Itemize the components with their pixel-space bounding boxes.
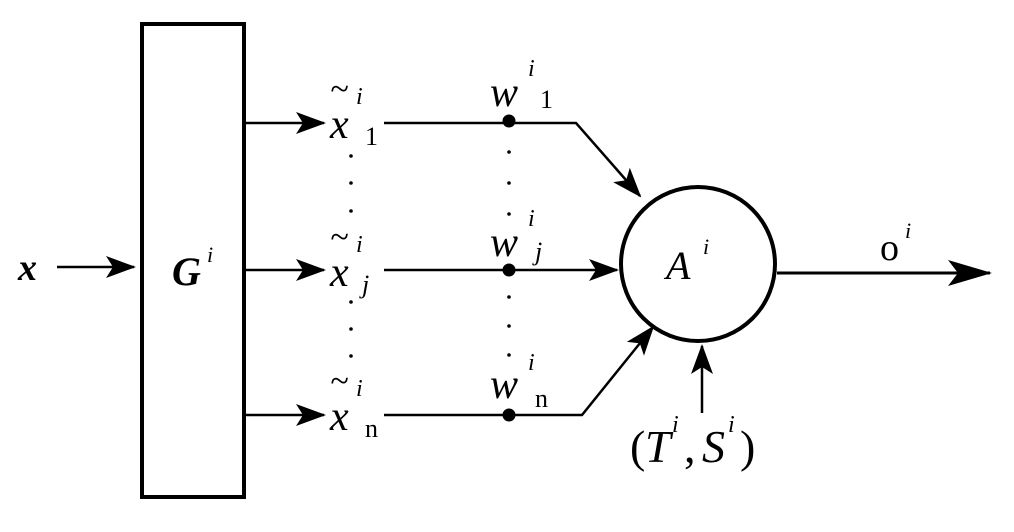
feature-base: x [329,250,349,296]
feature-base: x [329,102,349,148]
feature-superscript: i [356,84,363,110]
feature-tilde: ~ [330,71,348,108]
weighted-input-line-1 [384,121,642,198]
feature-tilde: ~ [330,219,348,256]
weight-subscript: 1 [540,85,553,114]
output-label: o [880,227,899,269]
weight-node-1 [502,114,516,128]
feature-subscript: 1 [365,122,378,151]
parameter-s-superscript: i [728,412,735,438]
weight-subscript: j [532,237,542,266]
weight-base: w [490,362,518,408]
weight-label-j: w i j [490,206,542,266]
weight-node-n [502,408,516,422]
input-label: x [17,247,37,289]
weight-superscript: i [528,350,535,376]
transform-block-superscript: i [207,242,213,267]
feature-superscript: i [356,376,363,402]
feature-superscript: i [356,232,363,258]
weighted-input-line-n [384,325,655,417]
feature-label-n: ~ x i n [329,363,378,443]
feature-base: x [329,394,349,440]
aggregator-label: A [663,243,691,288]
paren-open: ( [630,421,645,472]
output-superscript: i [905,218,911,243]
transform-block [140,22,246,499]
aggregator-node [619,185,777,343]
parameter-t: T [645,421,674,472]
aggregator-superscript: i [703,234,709,259]
feature-subscript: j [359,270,369,299]
weight-ellipsis [507,150,511,357]
feature-subscript: n [365,414,378,443]
parameter-comma: , [684,421,696,472]
parameter-t-superscript: i [672,412,679,438]
weight-superscript: i [528,56,535,82]
parameters-label: ( T i , S i ) [630,412,755,472]
weight-subscript: n [535,384,548,413]
weight-label-n: w i n [490,350,548,413]
weight-node-j [502,263,516,277]
parameter-s: S [702,421,725,472]
feature-ellipsis [349,154,353,358]
paren-close: ) [740,421,755,472]
feature-label-j: ~ x i j [329,219,369,299]
feature-tilde: ~ [330,363,348,400]
weight-superscript: i [528,206,535,232]
weight-label-1: w i 1 [490,56,553,116]
transform-block-label: G [172,249,201,294]
weight-base: w [490,220,518,266]
feature-label-1: ~ x i 1 [329,71,378,151]
weight-base: w [490,70,518,116]
